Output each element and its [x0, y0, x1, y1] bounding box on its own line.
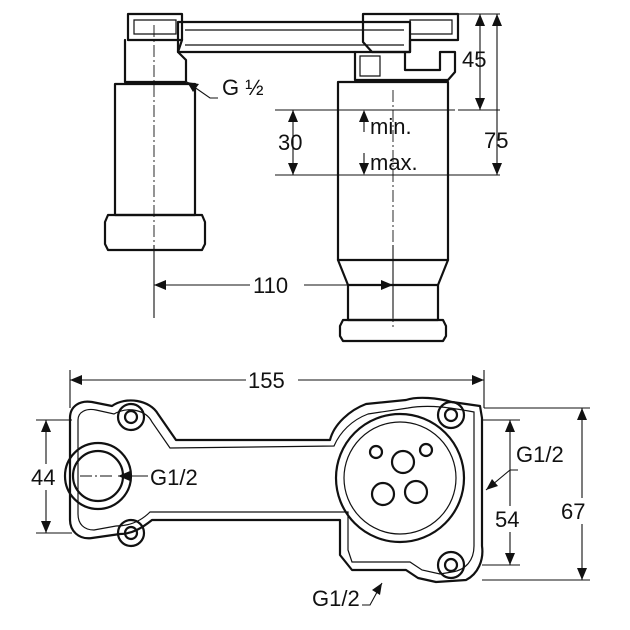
dimension-110: 110	[253, 273, 288, 298]
left-shoulder	[123, 38, 188, 84]
plan-view	[63, 396, 484, 584]
dimension-155: 155	[248, 368, 285, 393]
mounting-hole-bottom-left	[116, 518, 146, 548]
right-top-block	[361, 12, 460, 54]
left-body	[113, 82, 197, 217]
side-view-dimensions	[154, 13, 502, 290]
thread-label-top: G ½	[222, 75, 264, 100]
mounting-hole-top-right	[436, 400, 466, 430]
label-min: min.	[370, 114, 412, 139]
thread-label-right: G1/2	[516, 442, 564, 467]
right-neck	[353, 50, 457, 82]
crossbar	[176, 20, 412, 54]
valve-port-bottom-left	[370, 481, 396, 507]
dimension-75: 75	[484, 128, 508, 153]
mounting-hole-bottom-right	[436, 550, 466, 580]
dimension-67: 67	[561, 499, 585, 524]
valve-port-top-right	[418, 442, 434, 458]
label-max: max.	[370, 150, 418, 175]
valve-body-outer	[334, 412, 466, 544]
right-cap	[338, 318, 448, 343]
left-top-block	[126, 12, 184, 42]
thread-label-bottom: G1/2	[312, 586, 360, 611]
valve-body-inner	[343, 421, 457, 535]
thread-label-left: G1/2	[150, 465, 198, 490]
dimension-30: 30	[278, 130, 302, 155]
plan-view-dimensions	[36, 370, 590, 606]
valve-port-bottom-right	[403, 479, 429, 505]
dimension-44: 44	[31, 465, 55, 490]
dimension-54: 54	[495, 507, 519, 532]
dimension-45: 45	[462, 47, 486, 72]
valve-port-top-left	[368, 444, 384, 460]
valve-port-center	[390, 449, 416, 475]
left-flange	[103, 213, 207, 252]
mounting-hole-top-left	[116, 402, 146, 432]
